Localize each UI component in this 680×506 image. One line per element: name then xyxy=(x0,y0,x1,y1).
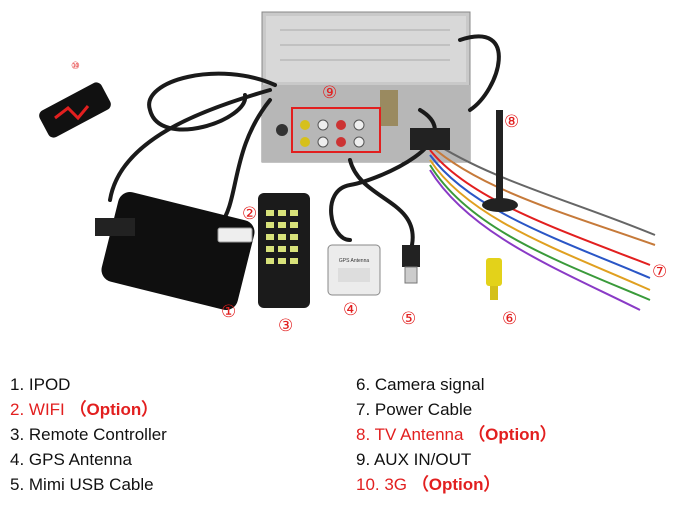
power-cable-wires xyxy=(429,139,656,311)
product-photo: GPS Antenna xyxy=(39,11,656,311)
aux-connectors-box xyxy=(291,107,381,153)
mini-usb-cable xyxy=(402,245,420,284)
3g-dongle xyxy=(39,82,111,138)
legend-item: 9. AUX IN/OUT xyxy=(356,450,472,469)
marker-4: ④ xyxy=(343,300,359,320)
legend-item: 10. 3G （Option） xyxy=(356,475,501,494)
legend-item: 5. Mimi USB Cable xyxy=(10,475,154,494)
camera-signal-plug xyxy=(486,258,502,300)
legend-item: 3. Remote Controller xyxy=(10,425,167,444)
legend-item: 2. WIFI （Option） xyxy=(10,400,159,419)
tv-antenna xyxy=(482,110,518,212)
gps-antenna-label: GPS Antenna xyxy=(339,258,370,264)
legend-left: 1. IPOD 2. WIFI （Option） 3. Remote Contr… xyxy=(10,372,167,497)
legend-item: 1. IPOD xyxy=(10,375,71,394)
legend-item: 7. Power Cable xyxy=(356,400,473,419)
remote-controller xyxy=(258,193,310,308)
marker-9: ⑨ xyxy=(322,83,338,103)
marker-8: ⑧ xyxy=(504,112,520,132)
marker-1: ① xyxy=(221,302,237,322)
legend-item: 6. Camera signal xyxy=(356,375,485,394)
marker-7: ⑦ xyxy=(652,262,668,282)
marker-3: ③ xyxy=(278,316,294,336)
rca-jacks xyxy=(300,119,365,148)
legend-item: 4. GPS Antenna xyxy=(10,450,132,469)
marker-2: ② xyxy=(242,204,258,224)
gps-antenna: GPS Antenna xyxy=(327,244,381,296)
legend-item: 8. TV Antenna （Option） xyxy=(356,425,557,444)
harness-connector xyxy=(410,128,450,150)
marker-5: ⑤ xyxy=(401,309,417,329)
marker-10: ⑩ xyxy=(71,61,80,72)
ipod xyxy=(95,191,255,311)
marker-6: ⑥ xyxy=(502,309,518,329)
legend-right: 6. Camera signal 7. Power Cable 8. TV An… xyxy=(356,372,557,497)
wifi-dongle xyxy=(217,227,253,243)
